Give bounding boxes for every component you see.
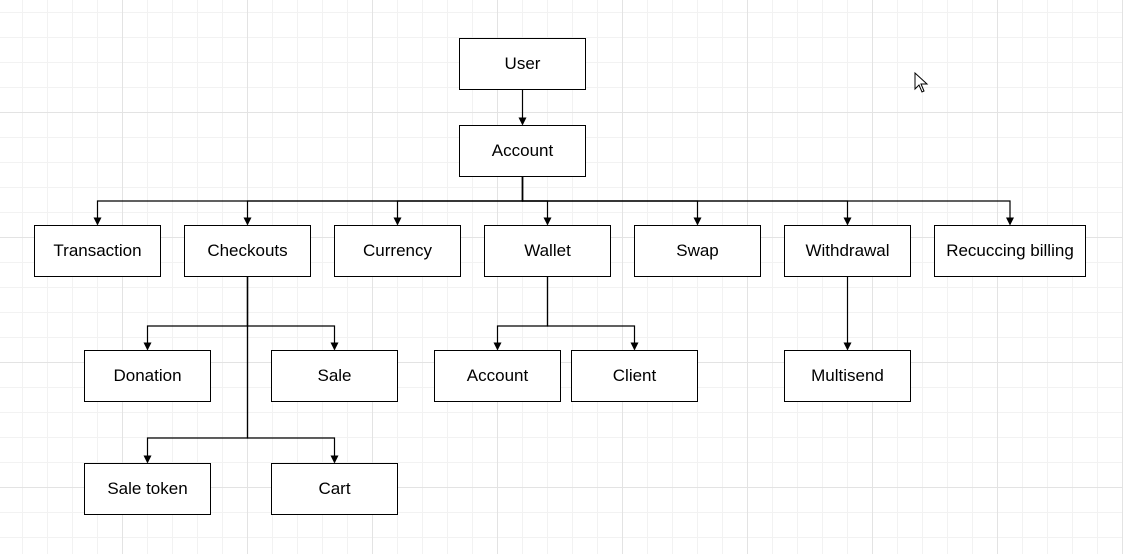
node-box[interactable]: [434, 350, 561, 402]
node-label: Checkouts: [207, 241, 287, 260]
node-box[interactable]: [271, 463, 398, 515]
node-label: Account: [492, 141, 554, 160]
node-box[interactable]: [84, 350, 211, 402]
node-box[interactable]: [334, 225, 461, 277]
node-box[interactable]: [34, 225, 161, 277]
node-label: Sale token: [107, 479, 187, 498]
node-label: Transaction: [53, 241, 141, 260]
node-cart[interactable]: Cart: [271, 463, 398, 515]
node-label: Cart: [318, 479, 350, 498]
node-recurring-billing[interactable]: Recuccing billing: [934, 225, 1086, 277]
node-label: Donation: [113, 366, 181, 385]
node-withdrawal[interactable]: Withdrawal: [784, 225, 911, 277]
node-box[interactable]: [84, 463, 211, 515]
edge-wallet-to-wallet-account[interactable]: [493, 276, 549, 351]
mouse-cursor-icon: [914, 71, 929, 93]
edge-account-to-currency[interactable]: [393, 176, 524, 226]
node-box[interactable]: [784, 225, 911, 277]
node-box[interactable]: [571, 350, 698, 402]
node-box[interactable]: [484, 225, 611, 277]
node-label: Client: [613, 366, 657, 385]
node-user[interactable]: User: [459, 38, 586, 90]
node-label: Currency: [363, 241, 432, 260]
node-account[interactable]: Account: [459, 125, 586, 177]
node-label: Account: [467, 366, 529, 385]
node-multisend[interactable]: Multisend: [784, 350, 911, 402]
edge-wallet-to-client[interactable]: [546, 276, 639, 351]
node-checkouts[interactable]: Checkouts: [184, 225, 311, 277]
node-sale[interactable]: Sale: [271, 350, 398, 402]
node-label: Withdrawal: [805, 241, 889, 260]
node-box[interactable]: [634, 225, 761, 277]
edge-account-to-recurring-billing[interactable]: [521, 176, 1014, 226]
node-donation[interactable]: Donation: [84, 350, 211, 402]
node-box[interactable]: [459, 38, 586, 90]
node-sale-token[interactable]: Sale token: [84, 463, 211, 515]
node-label: Wallet: [524, 241, 571, 260]
node-label: Sale: [317, 366, 351, 385]
node-box[interactable]: [271, 350, 398, 402]
node-client[interactable]: Client: [571, 350, 698, 402]
node-box[interactable]: [784, 350, 911, 402]
node-swap[interactable]: Swap: [634, 225, 761, 277]
node-box[interactable]: [459, 125, 586, 177]
node-label: Swap: [676, 241, 719, 260]
edge-checkouts-to-sale[interactable]: [246, 276, 339, 351]
node-box[interactable]: [184, 225, 311, 277]
edges-layer: [93, 89, 1014, 464]
node-wallet-account[interactable]: Account: [434, 350, 561, 402]
node-label: User: [505, 54, 541, 73]
node-label: Multisend: [811, 366, 884, 385]
node-label: Recuccing billing: [946, 241, 1074, 260]
node-transaction[interactable]: Transaction: [34, 225, 161, 277]
edge-checkouts-to-cart[interactable]: [246, 276, 339, 464]
node-currency[interactable]: Currency: [334, 225, 461, 277]
node-wallet[interactable]: Wallet: [484, 225, 611, 277]
edge-checkouts-to-donation[interactable]: [143, 276, 249, 351]
node-box[interactable]: [934, 225, 1086, 277]
